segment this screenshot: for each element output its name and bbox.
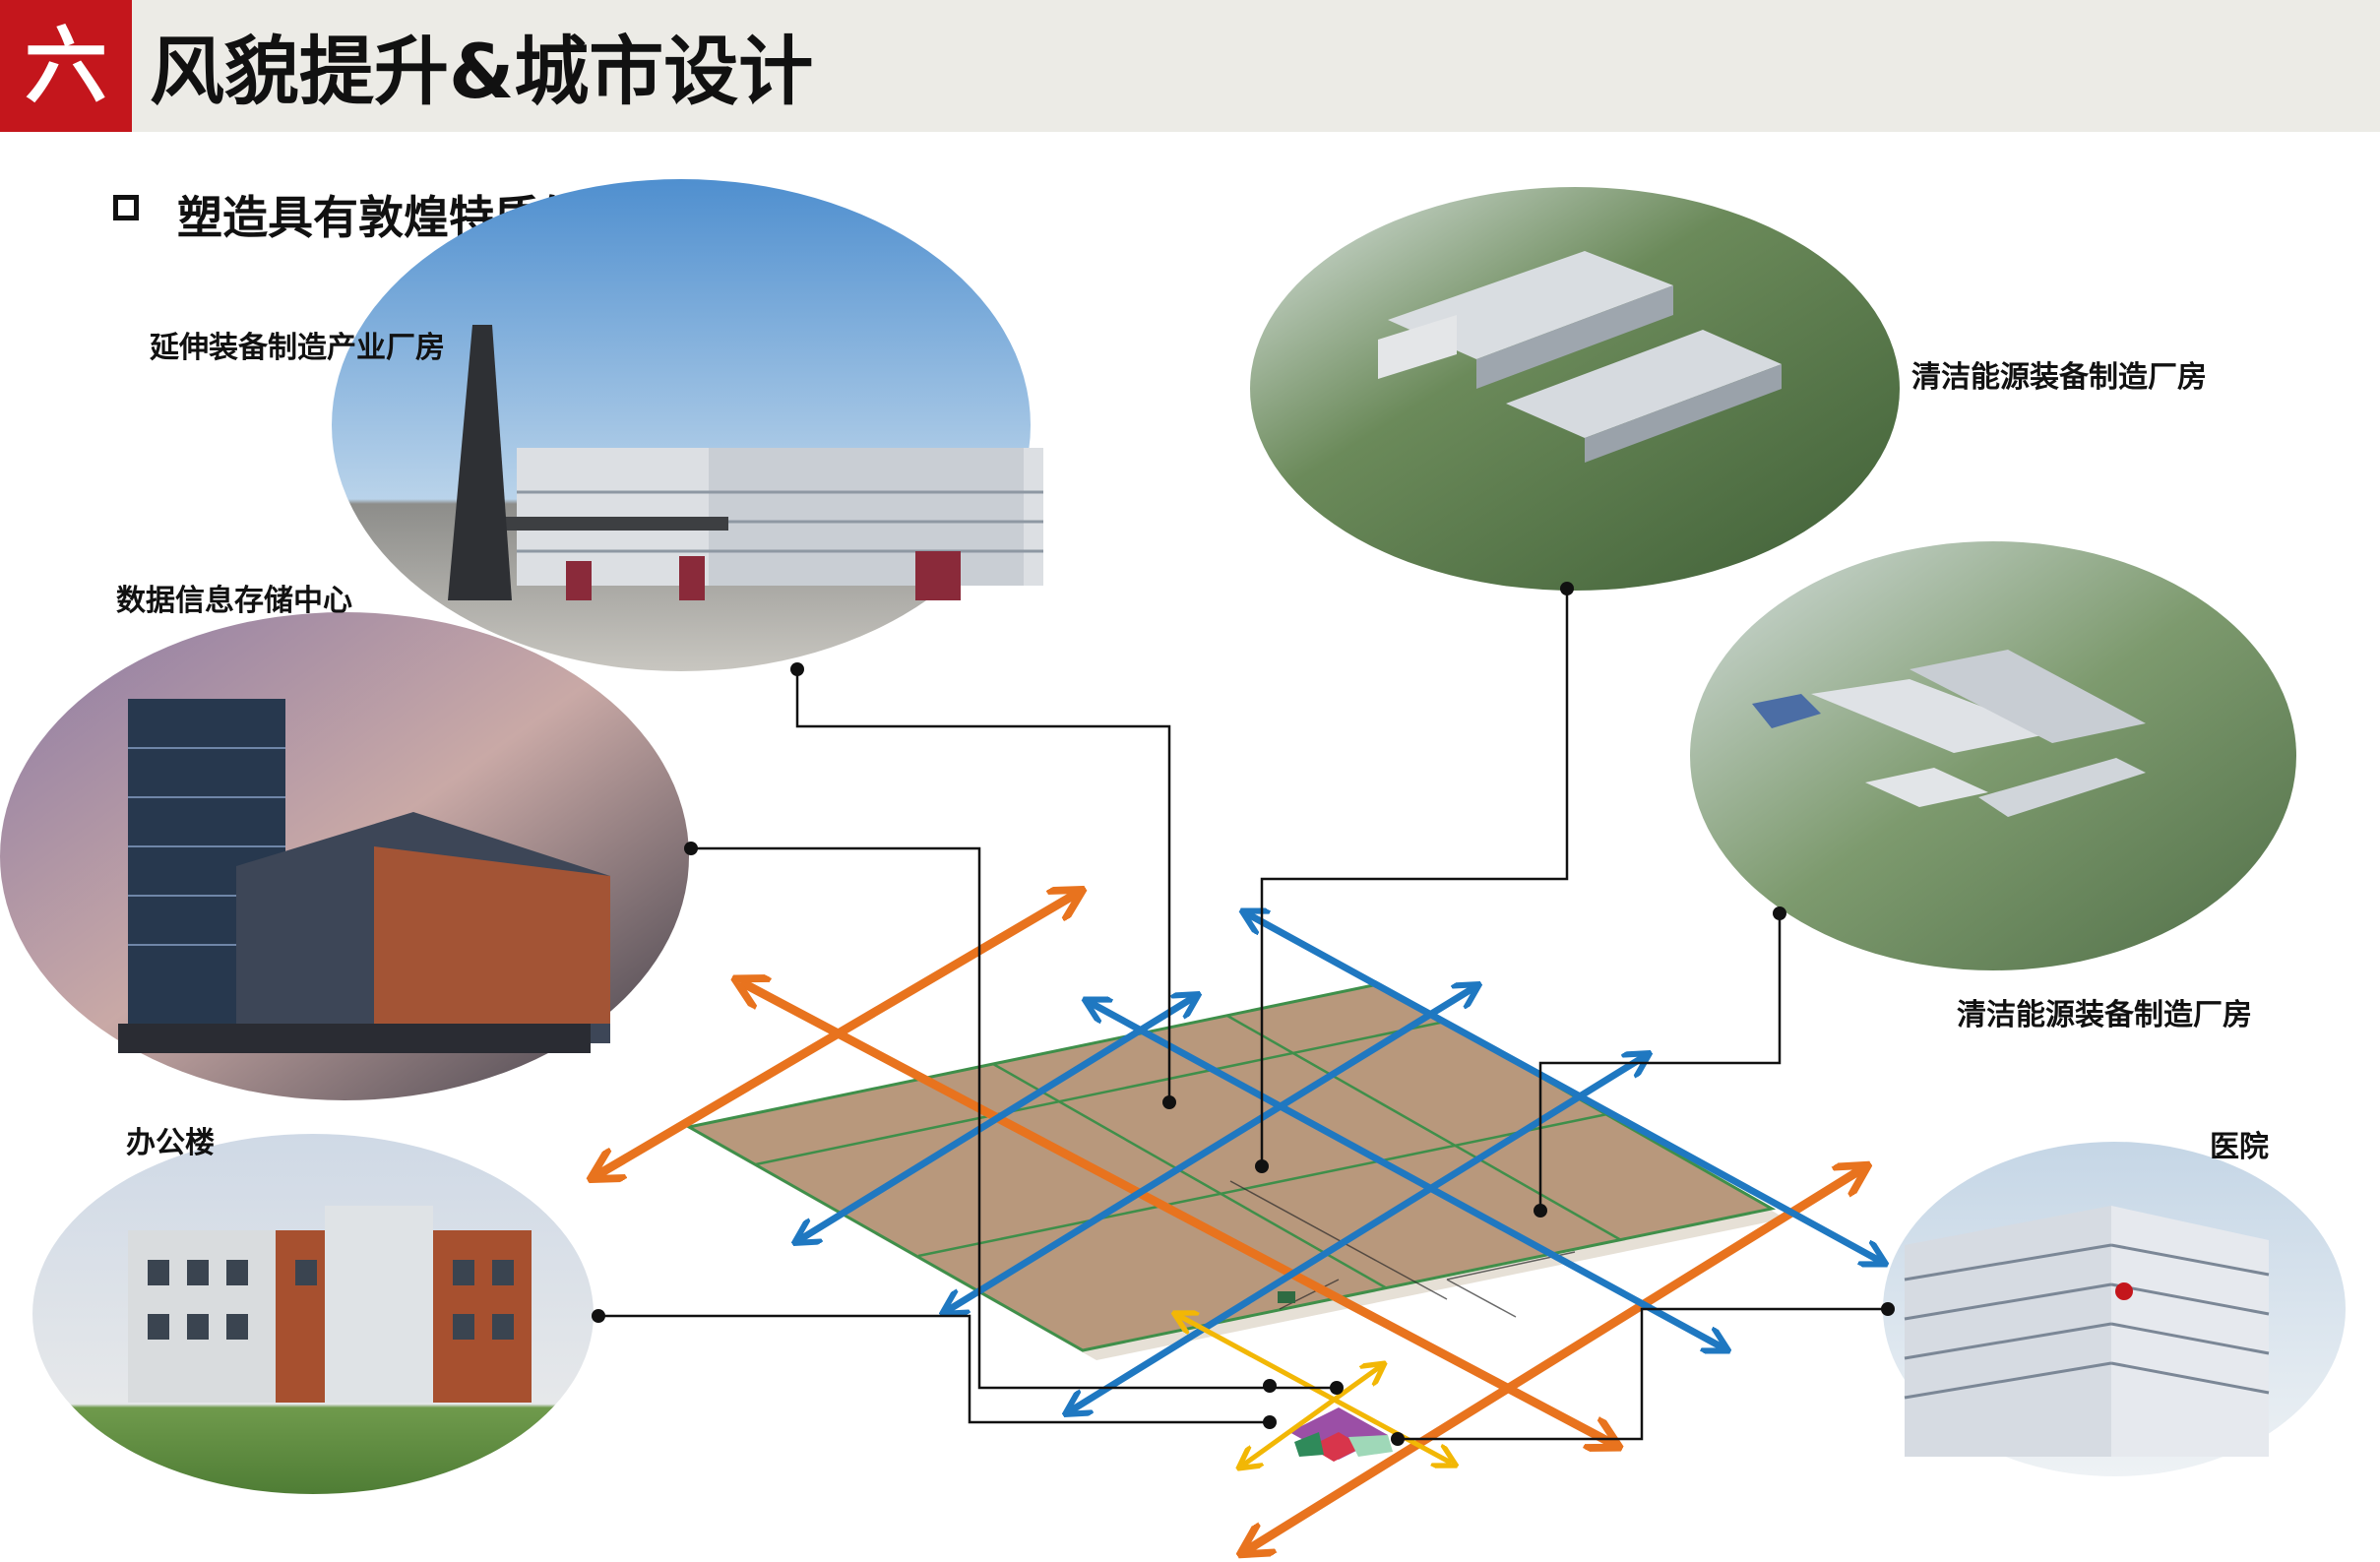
section-number-badge: 六 (0, 0, 132, 132)
label-office: 办公楼 (126, 1126, 215, 1160)
blue-axis-arrow (1093, 1004, 1721, 1346)
checkbox-icon (113, 195, 139, 220)
label-hospital: 医院 (2210, 1130, 2269, 1164)
label-clean-energy-1: 清洁能源装备制造厂房 (1911, 360, 2207, 395)
parcel-grid (684, 982, 1785, 1462)
photo-hospital (1883, 1142, 2346, 1476)
label-clean-energy-2: 清洁能源装备制造厂房 (1957, 998, 2252, 1032)
photo-office (32, 1134, 594, 1494)
yellow-axis-arrow (1245, 1368, 1378, 1464)
page-title: 风貌提升&城市设计 (150, 28, 814, 115)
photo-extension-factory (332, 179, 1043, 671)
axis-arrows (600, 896, 1878, 1548)
header-bar (0, 0, 2380, 132)
leader-lines (598, 589, 1888, 1441)
leader-dots (592, 582, 1895, 1446)
photo-clean-energy-1 (1250, 187, 1900, 591)
label-data-center: 数据信息存储中心 (116, 584, 352, 618)
label-extension-factory: 延伸装备制造产业厂房 (150, 331, 445, 365)
photo-data-center (0, 612, 689, 1100)
photo-clean-energy-2 (1690, 541, 2296, 970)
